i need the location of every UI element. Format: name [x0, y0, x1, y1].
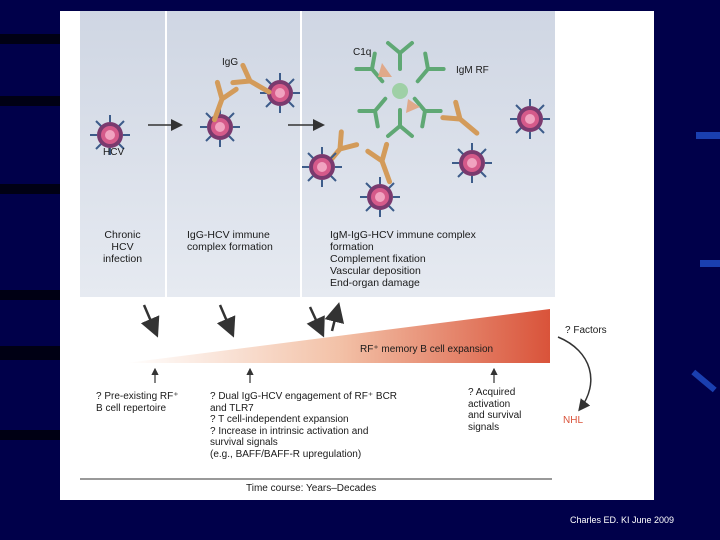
c1q-icon — [406, 99, 420, 113]
note-line: ? T cell-independent expansion — [210, 414, 349, 425]
hcv-label: HCV — [103, 147, 125, 158]
figure: HCV IgG C1q IgM RF Chronic HCV infection… — [60, 11, 654, 500]
wedge-label: RF⁺ memory B cell expansion — [360, 344, 494, 355]
outcome-label: NHL — [563, 415, 584, 426]
caption-line: IgM-IgG-HCV immune complex — [330, 229, 476, 241]
factors-label: ? Factors — [565, 325, 607, 336]
hcv-virion-icon — [199, 106, 241, 148]
note-line: B cell repertoire — [96, 402, 167, 414]
igm-rf-icon — [357, 89, 397, 129]
notes-right: ? Acquired activation and survival signa… — [468, 387, 521, 433]
background-stripe — [0, 34, 60, 44]
background-stripe — [0, 346, 60, 360]
decorative-mark — [700, 260, 720, 267]
note-line: signals — [468, 421, 500, 433]
igm-rf-icon — [406, 51, 446, 91]
notes-left: ? Pre-existing RF⁺ B cell repertoire — [96, 391, 179, 414]
c1q-label: C1q — [353, 47, 372, 58]
nhl-arrow — [557, 336, 592, 412]
up-arrow — [324, 302, 345, 332]
timeline-label: Time course: Years–Decades — [246, 483, 377, 494]
diagram-art — [80, 41, 592, 480]
hcv-virion-icon — [359, 176, 401, 218]
note-line: (e.g., BAFF/BAFF-R upregulation) — [210, 448, 362, 460]
caption-line: Vascular deposition — [330, 265, 421, 277]
stage-1-caption: Chronic HCV infection — [80, 229, 165, 265]
decorative-mark — [691, 369, 717, 393]
background-stripe — [0, 290, 60, 300]
igg-antibody-icon — [368, 144, 399, 185]
slide-credit: Charles ED. KI June 2009 — [570, 515, 675, 525]
expansion-wedge — [126, 309, 550, 363]
caption-line: HCV — [111, 241, 134, 253]
stage-panel-3 — [302, 11, 555, 297]
caption-line: Complement fixation — [330, 253, 426, 265]
caption-line: formation — [330, 241, 374, 253]
caption-line: End-organ damage — [330, 277, 420, 289]
note-line: ? Increase in intrinsic activation and — [210, 425, 369, 437]
note-line: ? Dual IgG-HCV engagement of RF⁺ BCR — [210, 391, 398, 402]
igm-core-icon — [392, 83, 408, 99]
igm-rf-label: IgM RF — [456, 65, 489, 76]
hcv-virion-icon — [451, 142, 493, 184]
caption-line: infection — [102, 253, 143, 265]
caption-line: IgG-HCV immune — [187, 229, 270, 241]
background-stripe — [0, 430, 60, 440]
background-stripe — [0, 96, 60, 106]
hcv-virion-icon — [301, 146, 343, 188]
igm-rf-icon — [386, 108, 414, 138]
igg-antibody-icon — [443, 102, 483, 140]
note-line: activation — [468, 398, 511, 410]
down-arrow — [140, 304, 160, 338]
note-line: survival signals — [210, 437, 278, 448]
note-line: and survival — [468, 410, 522, 421]
igm-rf-icon — [386, 41, 414, 71]
caption-line: complex formation — [187, 241, 273, 253]
down-arrow — [216, 304, 236, 338]
notes-middle: ? Dual IgG-HCV engagement of RF⁺ BCR and… — [210, 391, 397, 460]
background-stripe — [0, 184, 60, 194]
note-line: and TLR7 — [210, 402, 254, 414]
stage-3-caption: IgM-IgG-HCV immune complex formation Com… — [330, 229, 476, 289]
note-line: ? Acquired — [468, 387, 516, 398]
down-arrow — [306, 306, 325, 338]
igg-label: IgG — [222, 57, 239, 68]
stage-panel-1 — [80, 11, 165, 297]
decorative-mark — [696, 132, 720, 139]
note-line: ? Pre-existing RF⁺ — [96, 391, 179, 402]
stage-2-caption: IgG-HCV immune complex formation — [187, 229, 273, 253]
c1q-icon — [378, 63, 392, 77]
stage-panel-2 — [167, 11, 300, 297]
hcv-virion-icon — [509, 98, 551, 140]
caption-line: Chronic — [104, 229, 141, 241]
